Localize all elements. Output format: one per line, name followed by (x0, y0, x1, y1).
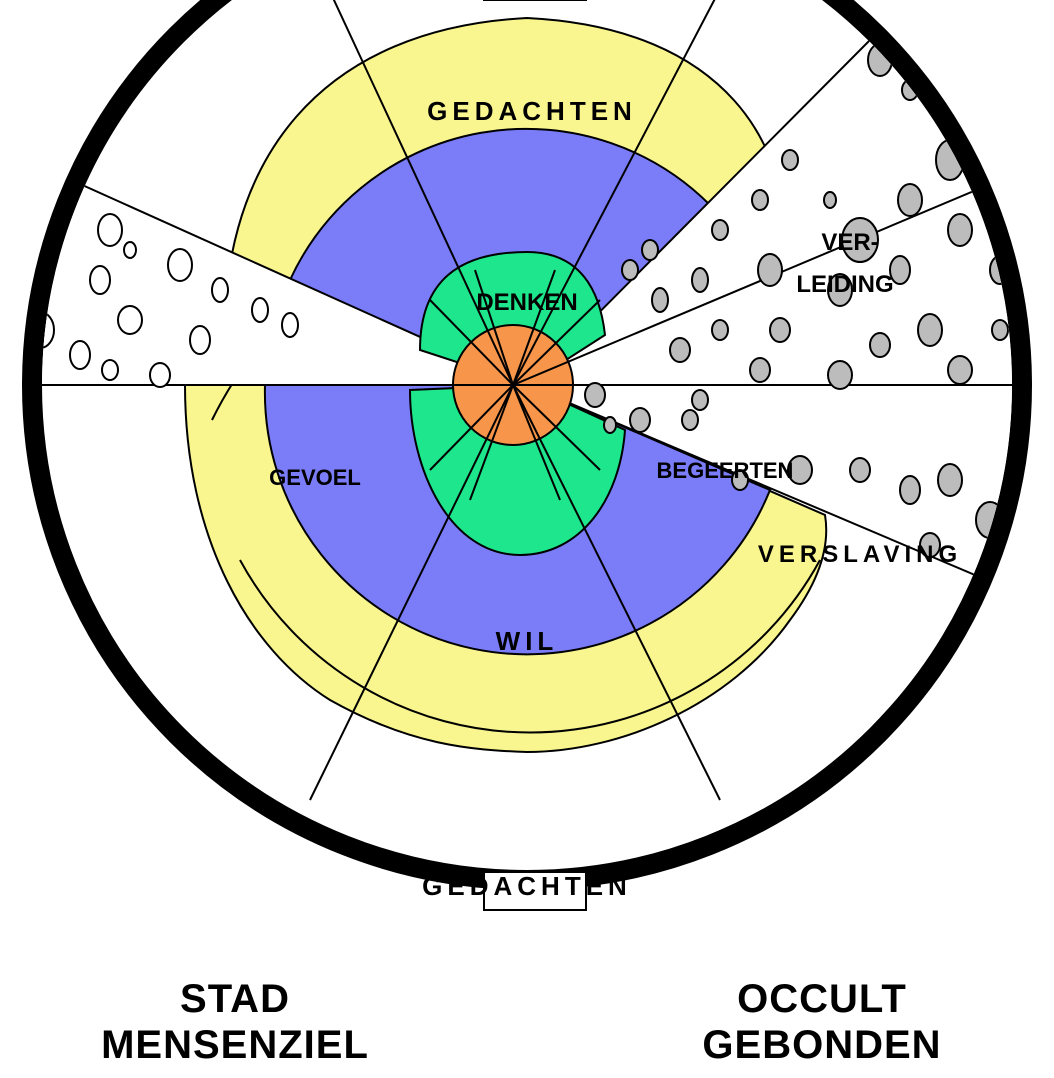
desires-label: BEGEERTEN (657, 458, 794, 483)
caption-right-line2: GEBONDEN (672, 1022, 972, 1068)
caption-right: OCCULT GEBONDEN (672, 976, 972, 1068)
caption-left-line1: STAD (85, 976, 385, 1022)
will-label: WIL (496, 626, 559, 656)
thinking-label: DENKEN (476, 289, 577, 316)
temptation-label-line1: VER- (821, 229, 878, 256)
addiction-label: VERSLAVING (758, 541, 962, 568)
caption-right-line1: OCCULT (672, 976, 972, 1022)
feeling-label: GEVOEL (269, 465, 361, 490)
bottom-thoughts-label: GEDACHTEN (422, 871, 632, 901)
top-thoughts-label: GEDACHTEN (427, 96, 637, 126)
caption-left: STAD MENSENZIEL (85, 976, 385, 1068)
temptation-label-line2: LEIDING (796, 271, 893, 298)
caption-left-line2: MENSENZIEL (85, 1022, 385, 1068)
